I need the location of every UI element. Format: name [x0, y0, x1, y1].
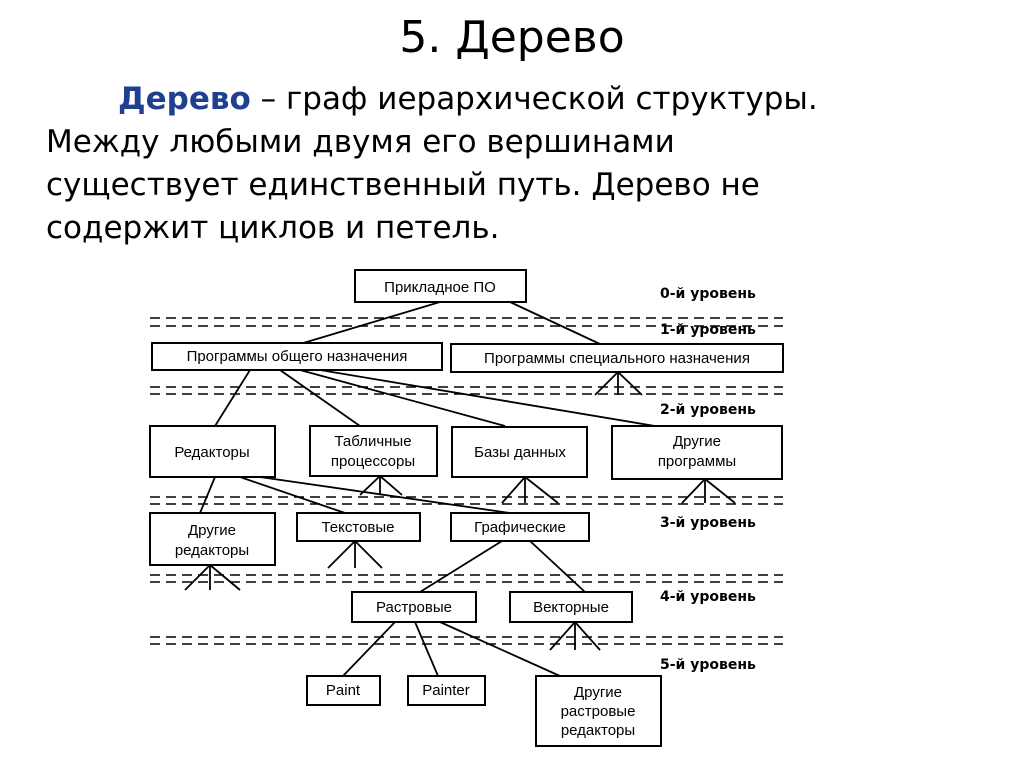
node-label: Программы специального назначения — [484, 350, 750, 367]
node-label: Painter — [422, 682, 470, 699]
level-separators — [150, 317, 783, 645]
node-label: Paint — [326, 682, 361, 699]
definition-text: Дерево – граф иерархической структуры. М… — [46, 78, 1006, 250]
level-label-3: 3-й уровень — [660, 515, 756, 531]
definition-line-2: Между любыми двумя его вершинами — [46, 124, 675, 160]
node-vector-editors: Векторные — [509, 591, 633, 623]
node-applied-software: Прикладное ПО — [354, 269, 527, 303]
node-spreadsheets: Табличные процессоры — [309, 425, 438, 477]
level-label-2: 2-й уровень — [660, 402, 756, 418]
node-label: Текстовые — [321, 519, 394, 536]
node-label: редакторы — [175, 542, 249, 559]
node-label: Векторные — [533, 599, 609, 616]
node-other-raster-editors: Другие растровые редакторы — [535, 675, 662, 747]
node-databases: Базы данных — [451, 426, 588, 478]
node-label: Табличные — [334, 433, 411, 450]
node-label: Другие — [673, 433, 721, 450]
node-label: программы — [658, 453, 736, 470]
node-label: Программы общего назначения — [187, 348, 408, 365]
level-labels: 0-й уровень 1-й уровень 2-й уровень 3-й … — [660, 286, 756, 673]
node-other-programs: Другие программы — [611, 425, 783, 480]
node-label: редакторы — [561, 722, 635, 739]
node-label: Редакторы — [174, 444, 249, 461]
level-label-0: 0-й уровень — [660, 286, 756, 302]
node-label: Другие — [188, 522, 236, 539]
tree-edges — [184, 301, 736, 677]
node-general-purpose-software: Программы общего назначения — [151, 342, 443, 371]
node-label: Прикладное ПО — [384, 279, 496, 296]
node-graphic-editors: Графические — [450, 512, 590, 542]
node-painter: Painter — [407, 675, 486, 706]
definition-line-1-rest: – граф иерархической структуры. — [250, 81, 818, 117]
definition-line-4: содержит циклов и петель. — [46, 210, 500, 246]
node-label: процессоры — [331, 453, 415, 470]
node-label: Графические — [474, 519, 566, 536]
node-label: Растровые — [376, 599, 452, 616]
level-label-5: 5-й уровень — [660, 657, 756, 673]
slide-title: 5. Дерево — [399, 12, 625, 63]
defined-term: Дерево — [118, 81, 251, 117]
definition-line-3: существует единственный путь. Дерево не — [46, 167, 760, 203]
node-label: Базы данных — [474, 444, 566, 461]
node-raster-editors: Растровые — [351, 591, 477, 623]
level-label-1: 1-й уровень — [660, 322, 756, 338]
node-label: растровые — [561, 703, 636, 720]
node-text-editors: Текстовые — [296, 512, 421, 542]
node-paint: Paint — [306, 675, 381, 706]
definition-line-1: Дерево – граф иерархической структуры. — [46, 78, 1006, 121]
node-label: Другие — [574, 684, 622, 701]
level-label-4: 4-й уровень — [660, 589, 756, 605]
node-other-editors: Другие редакторы — [149, 512, 276, 566]
node-editors: Редакторы — [149, 425, 276, 478]
node-special-purpose-software: Программы специального назначения — [450, 343, 784, 373]
